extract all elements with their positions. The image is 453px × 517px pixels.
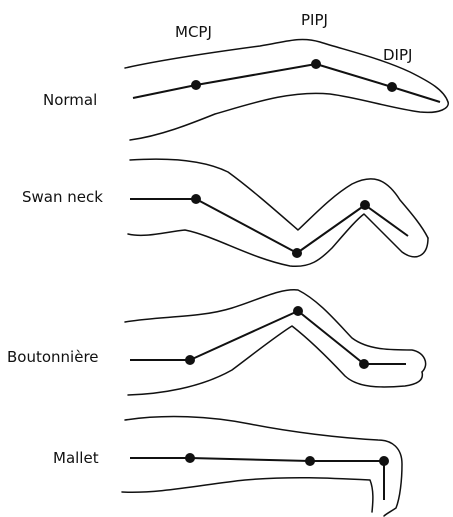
joint-dipj-mallet <box>379 456 389 466</box>
finger-outline-mallet-upper <box>125 417 402 516</box>
joint-mcpj-normal <box>191 80 201 90</box>
finger-outline-mallet-lower <box>122 478 373 512</box>
joint-pipj-mallet <box>305 456 315 466</box>
joint-pipj-swan <box>292 248 302 258</box>
finger-skeleton-bout <box>130 311 406 364</box>
joint-pipj-bout <box>293 306 303 316</box>
row-label-boutonniere: Boutonnière <box>7 348 99 366</box>
row-label-normal: Normal <box>43 91 97 109</box>
label-dipj: DIPJ <box>383 46 412 64</box>
row-mallet: Mallet <box>53 417 402 516</box>
joint-mcpj-mallet <box>185 453 195 463</box>
label-mcpj: MCPJ <box>175 23 212 41</box>
finger-outline-normal-lower <box>130 93 448 140</box>
row-boutonniere: Boutonnière <box>7 290 426 395</box>
row-label-mallet: Mallet <box>53 449 99 467</box>
finger-outline-swan-lower <box>128 214 428 266</box>
label-pipj: PIPJ <box>301 11 328 29</box>
joint-dipj-bout <box>359 359 369 369</box>
joint-pipj-normal <box>311 59 321 69</box>
joint-mcpj-swan <box>191 194 201 204</box>
row-swan-neck: Swan neck <box>22 159 428 266</box>
joint-mcpj-bout <box>185 355 195 365</box>
joint-dipj-normal <box>387 82 397 92</box>
row-label-swan-neck: Swan neck <box>22 188 103 206</box>
joint-dipj-swan <box>360 200 370 210</box>
